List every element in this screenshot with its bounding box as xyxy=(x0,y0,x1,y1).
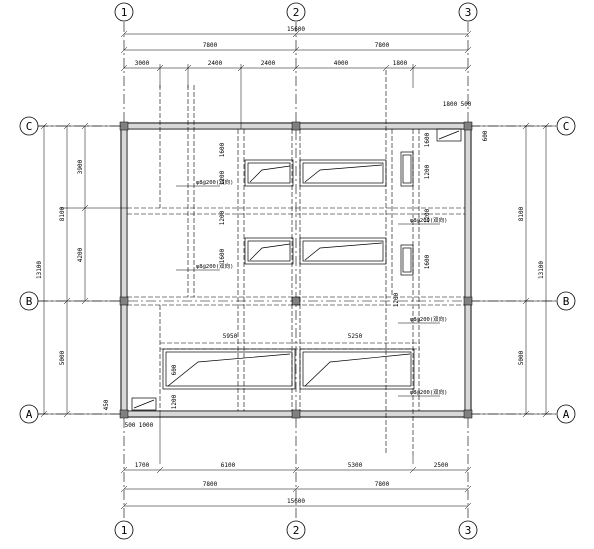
dim-stair-height-1: 1600 xyxy=(219,142,226,157)
dim-top-bay-1: 7800 xyxy=(203,42,218,49)
dim-bottom-seg-1: 1700 xyxy=(135,462,150,469)
grid-bubble-3-bottom xyxy=(458,520,478,540)
dim-right-bay-2: 5000 xyxy=(518,350,525,365)
dim-misc-1: 1600 xyxy=(424,132,431,147)
grid-lines xyxy=(38,22,556,520)
grid-label-b-left: B xyxy=(26,295,33,308)
dim-bottom-seg-2: 6100 xyxy=(221,462,236,469)
column-b2 xyxy=(291,296,301,306)
stair-boxes xyxy=(131,128,462,411)
dim-top-seg-1: 3000 xyxy=(135,60,150,67)
grid-label-c-left: C xyxy=(26,120,33,133)
dim-left-inner-1: 3900 xyxy=(77,159,84,174)
dim-bottom-bay-1: 7800 xyxy=(203,481,218,488)
dim-bottom-seg-4: 2500 xyxy=(434,462,449,469)
dim-misc-2: 1200 xyxy=(424,164,431,179)
dim-bottom-left-small-1: 500 xyxy=(125,422,136,429)
columns xyxy=(119,121,473,419)
dim-misc-7: 600 xyxy=(171,364,178,375)
dim-misc-3: 1200 xyxy=(424,208,431,223)
dim-left-inner-2: 4200 xyxy=(77,247,84,262)
note-beam-c: φ8@200(双向) xyxy=(410,216,448,224)
note-beam-b: φ8@200(双向) xyxy=(196,262,234,270)
column-a1 xyxy=(119,409,129,419)
grid-bubble-1-top xyxy=(114,2,134,22)
dim-top-seg-4: 4000 xyxy=(334,60,349,67)
dimension-lines xyxy=(38,30,556,510)
dim-top-right-small-2: 500 xyxy=(461,101,472,108)
dim-top-seg-2: 2400 xyxy=(208,60,223,67)
grid-bubble-3-top xyxy=(458,2,478,22)
note-beam-e: φ8@200(双向) xyxy=(410,388,448,396)
dim-misc-5: 600 xyxy=(482,130,489,141)
column-b3 xyxy=(463,296,473,306)
dim-misc-8: 1200 xyxy=(171,394,178,409)
grid-label-1-top: 1 xyxy=(121,6,128,19)
dim-misc-4: 1600 xyxy=(424,254,431,269)
dim-stair-length-1: 5950 xyxy=(223,333,238,340)
dim-misc-9: 1200 xyxy=(393,292,400,307)
grid-label-3-bottom: 3 xyxy=(465,524,472,537)
dim-misc-6: 450 xyxy=(103,399,110,410)
dim-left-outer: 13100 xyxy=(36,261,43,279)
grid-label-a-left: A xyxy=(26,408,33,421)
grid-bubbles: 1 2 3 1 2 3 C B A C B A xyxy=(19,2,576,540)
grid-label-1-bottom: 1 xyxy=(121,524,128,537)
dim-bottom-seg-3: 5300 xyxy=(348,462,363,469)
dim-top-seg-5: 1800 xyxy=(393,60,408,67)
column-b1 xyxy=(119,296,129,306)
dim-stair-length-2: 5250 xyxy=(348,333,363,340)
column-c2 xyxy=(291,121,301,131)
grid-label-2-top: 2 xyxy=(293,6,300,19)
dim-left-bay-1: 8100 xyxy=(59,206,66,221)
dim-top-total: 15600 xyxy=(287,26,305,33)
dimension-texts: 15600 7800 7800 3000 2400 2400 4000 1800… xyxy=(36,26,545,505)
grid-bubble-a-right xyxy=(556,404,576,424)
column-a3 xyxy=(463,409,473,419)
grid-bubble-1-bottom xyxy=(114,520,134,540)
dim-left-bay-2: 5000 xyxy=(59,350,66,365)
grid-bubble-b-right xyxy=(556,291,576,311)
grid-label-a-right: A xyxy=(563,408,570,421)
grid-label-c-right: C xyxy=(563,120,570,133)
dim-stair-height-2: 1200 xyxy=(219,170,226,185)
dim-right-bay-1: 8100 xyxy=(518,206,525,221)
grid-bubble-2-top xyxy=(286,2,306,22)
dim-bottom-total: 15600 xyxy=(287,498,305,505)
dim-top-bay-2: 7800 xyxy=(375,42,390,49)
column-c1 xyxy=(119,121,129,131)
dim-stair-height-4: 1600 xyxy=(219,248,226,263)
dim-bottom-left-small-2: 1000 xyxy=(139,422,154,429)
column-c3 xyxy=(463,121,473,131)
dim-bottom-bay-2: 7800 xyxy=(375,481,390,488)
dim-top-right-small-1: 1800 xyxy=(443,101,458,108)
dim-top-seg-3: 2400 xyxy=(261,60,276,67)
grid-label-3-top: 3 xyxy=(465,6,472,19)
grid-bubble-c-right xyxy=(556,116,576,136)
rebar-notes: φ8@200(双向) φ8@200(双向) φ8@200(双向) φ8@200(… xyxy=(176,178,448,397)
note-beam-d: φ8@200(双向) xyxy=(410,315,448,323)
dim-stair-height-3: 1200 xyxy=(219,210,226,225)
note-beam-a: φ8@200(双向) xyxy=(196,178,234,186)
grid-label-b-right: B xyxy=(563,295,570,308)
dim-right-outer: 13100 xyxy=(538,261,545,279)
column-a2 xyxy=(291,409,301,419)
grid-label-2-bottom: 2 xyxy=(293,524,300,537)
grid-bubble-2-bottom xyxy=(286,520,306,540)
